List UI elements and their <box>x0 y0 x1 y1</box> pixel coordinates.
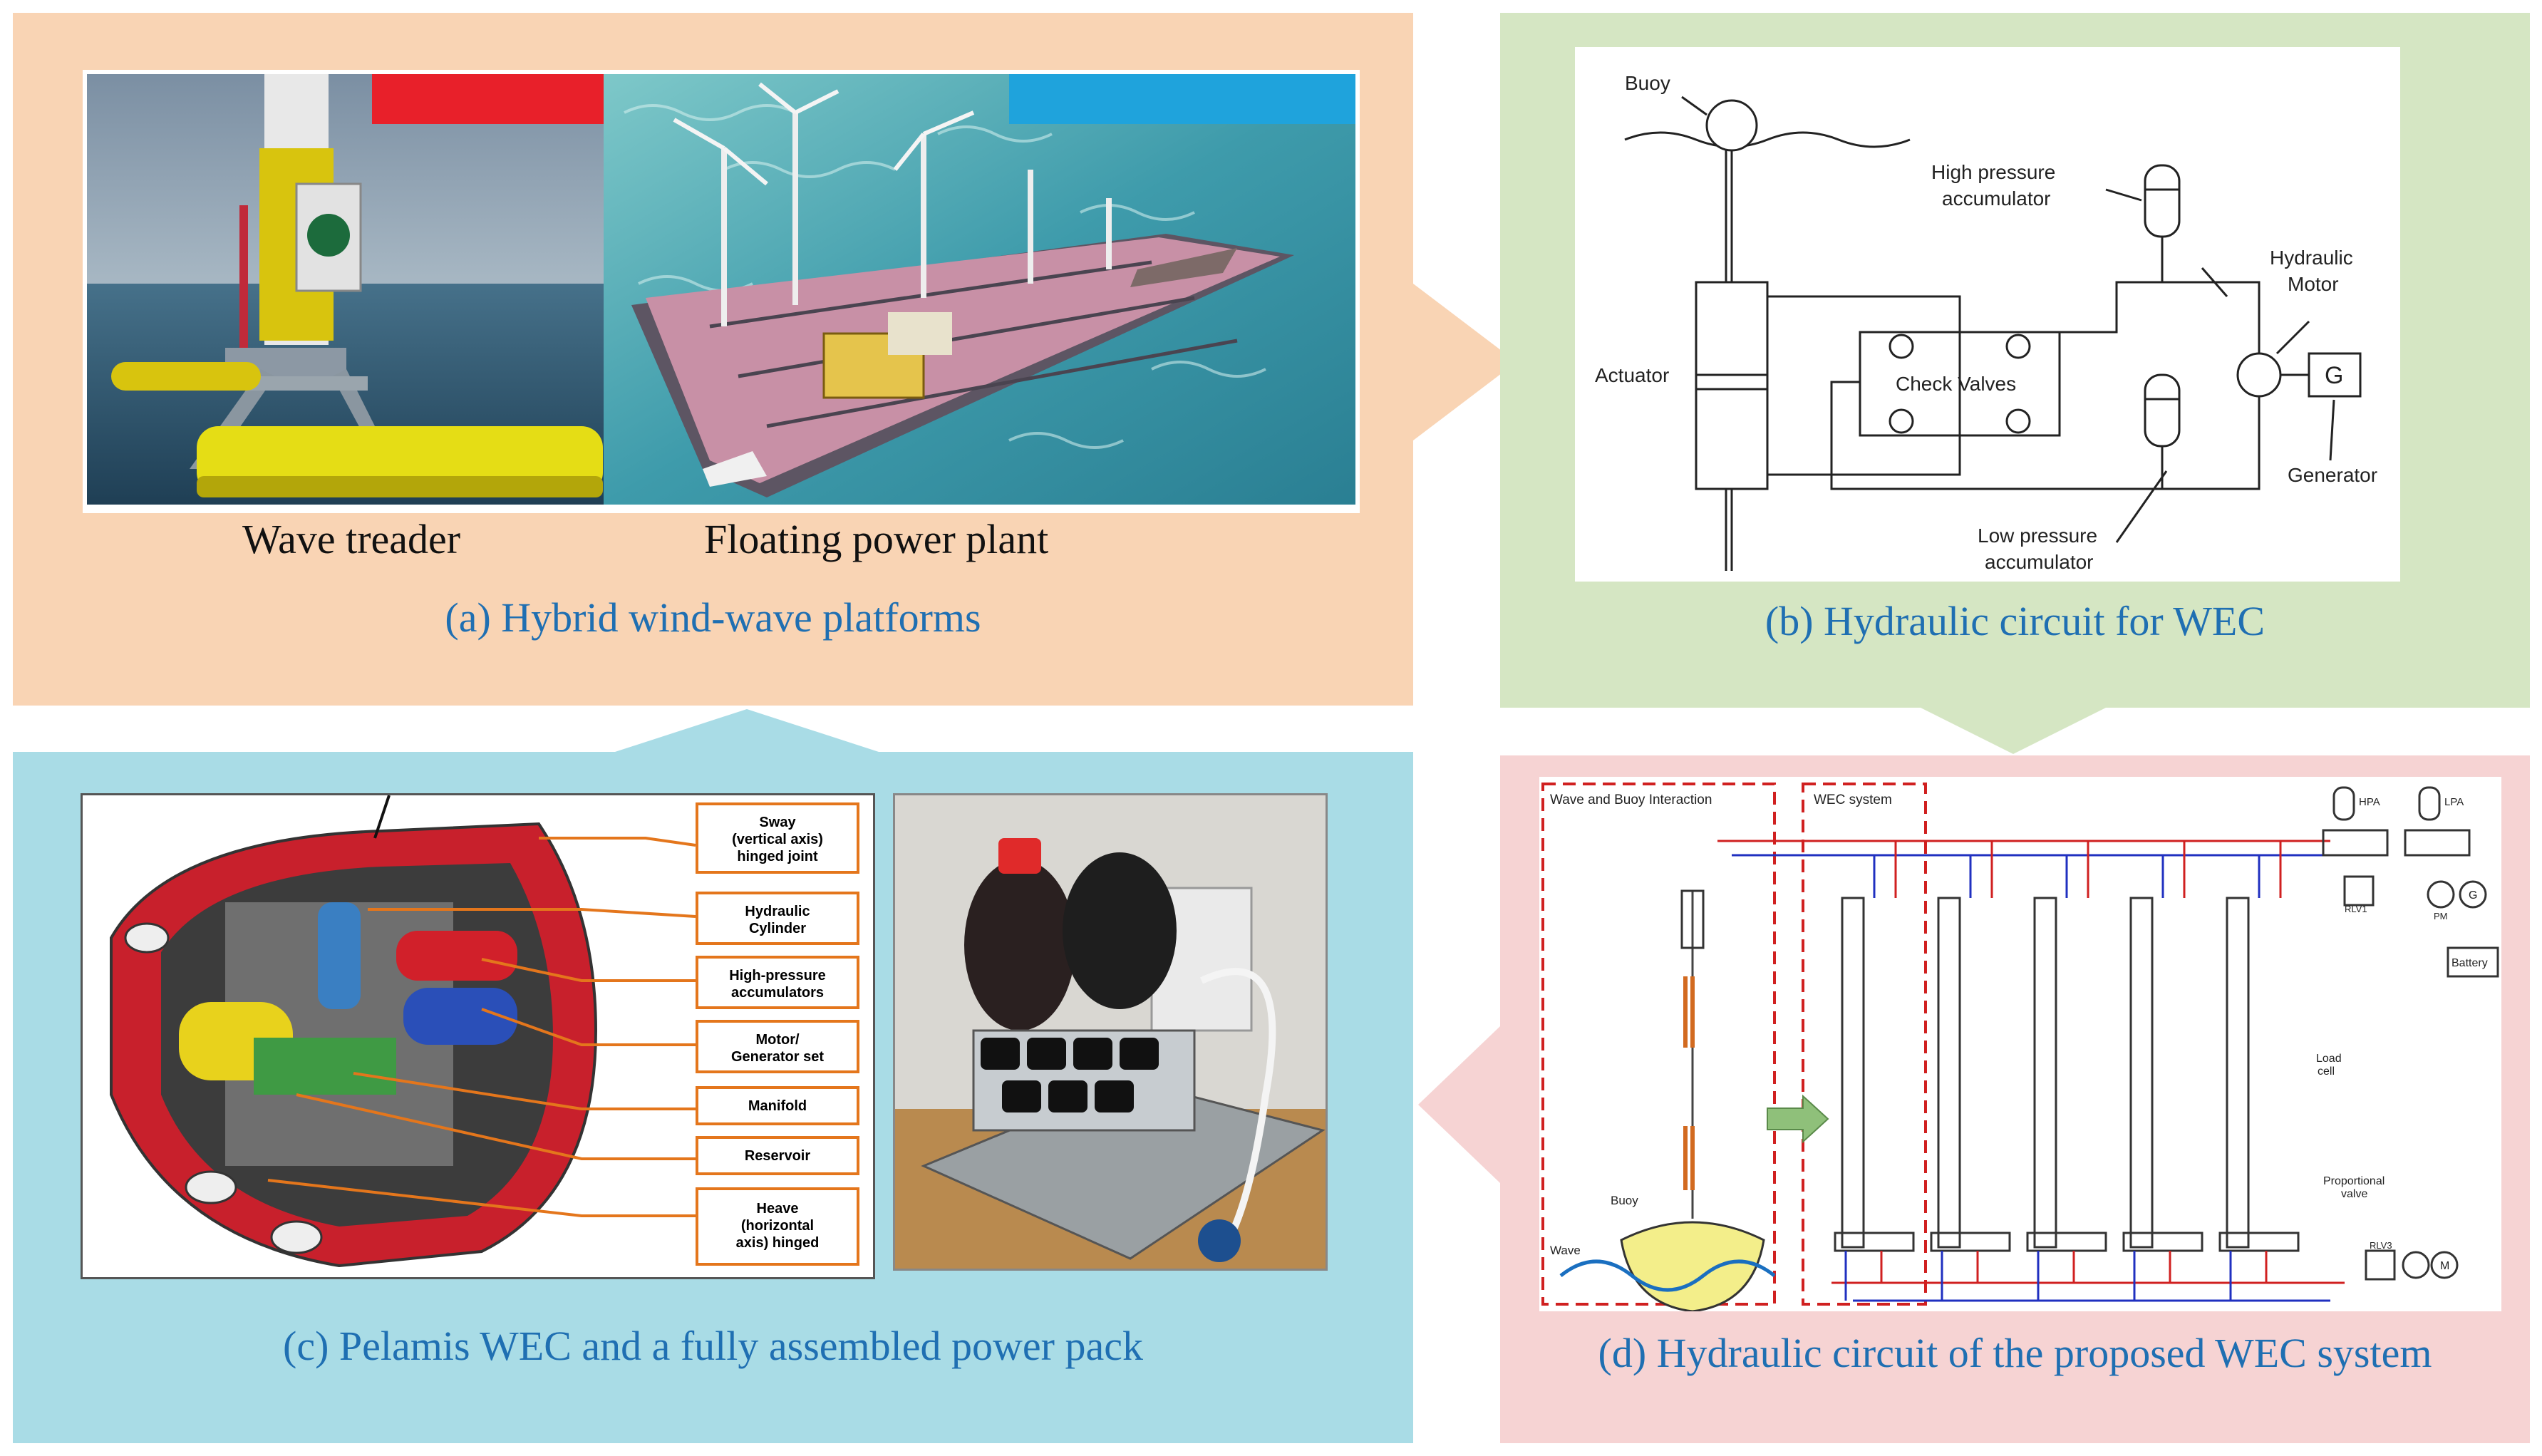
label-prop-valve-2: valve <box>2341 1188 2367 1200</box>
label-floating-power-plant: Floating power plant <box>704 516 1049 562</box>
caption-b: (b) Hydraulic circuit for WEC <box>1765 598 2265 644</box>
label-motor: Motor <box>2288 273 2339 295</box>
hydraulic-circuit-diagram: Buoy High pressure accumulator Hydraulic… <box>1575 47 2400 582</box>
hybrid-platforms-photo <box>83 70 1360 513</box>
label-wec-system: WEC system <box>1814 792 1892 807</box>
wave-treader-image <box>87 74 604 505</box>
callout-sway: Sway (vertical axis) hinged joint <box>696 802 859 874</box>
label-hpa: HPA <box>2359 796 2380 808</box>
label-actuator: Actuator <box>1595 364 1669 386</box>
label-hydraulic: Hydraulic <box>2270 247 2353 269</box>
power-pack-art <box>895 795 1326 1269</box>
label-buoy: Buoy <box>1625 72 1670 94</box>
callout-heave: Heave (horizontal axis) hinged <box>696 1187 859 1266</box>
hydraulic-circuit-svg: Buoy High pressure accumulator Hydraulic… <box>1595 72 2377 573</box>
blue-bar <box>1009 74 1355 124</box>
caption-d: (d) Hydraulic circuit of the proposed WE… <box>1598 1330 2432 1376</box>
label-prop-valve-1: Proportional <box>2323 1175 2385 1187</box>
label-m-d: M <box>2440 1260 2449 1272</box>
label-check-valves: Check Valves <box>1896 373 2016 395</box>
floating-power-plant-image <box>604 74 1355 505</box>
callout-high-pressure-accumulators: High-pressure accumulators <box>696 956 859 1009</box>
label-hp-accumulator: accumulator <box>1942 187 2051 210</box>
callout-hydraulic-cylinder: Hydraulic Cylinder <box>696 892 859 945</box>
panel-b: Buoy High pressure accumulator Hydraulic… <box>1500 13 2530 754</box>
label-wave-buoy: Wave and Buoy Interaction <box>1550 792 1712 807</box>
proposed-wec-circuit: Wave and Buoy Interaction WEC system Buo… <box>1539 777 2501 1313</box>
label-lpa: LPA <box>2444 796 2464 808</box>
platforms-photo-art <box>87 74 1355 505</box>
panel-d: Wave and Buoy Interaction WEC system Buo… <box>1418 755 2530 1443</box>
label-g-d: G <box>2469 889 2477 902</box>
pelamis-cutaway-image: Sway (vertical axis) hinged joint Hydrau… <box>81 793 875 1279</box>
caption-c: (c) Pelamis WEC and a fully assembled po… <box>283 1323 1143 1369</box>
proposed-wec-svg: Wave and Buoy Interaction WEC system Buo… <box>1541 783 2499 1313</box>
power-pack-photo <box>893 793 1328 1271</box>
label-load-cell-1: Load <box>2316 1053 2342 1065</box>
label-pm: PM <box>2434 911 2448 921</box>
label-generator: Generator <box>2288 464 2377 486</box>
label-high-pressure: High pressure <box>1931 161 2055 183</box>
label-rlv1: RLV1 <box>2345 904 2367 914</box>
caption-a: (a) Hybrid wind-wave platforms <box>445 594 981 641</box>
label-lp-accumulator: accumulator <box>1985 551 2094 573</box>
red-bar <box>372 74 604 124</box>
label-wave-treader: Wave treader <box>242 516 461 562</box>
label-load-cell-2: cell <box>2318 1065 2335 1078</box>
label-wave-d: Wave <box>1550 1244 1581 1257</box>
panel-a: Wave treader Floating power plant (a) Hy… <box>13 13 1517 706</box>
label-battery: Battery <box>2451 957 2488 969</box>
panel-c: Sway (vertical axis) hinged joint Hydrau… <box>13 709 1413 1443</box>
label-rlv3: RLV3 <box>2370 1240 2392 1251</box>
callout-motor-generator: Motor/ Generator set <box>696 1020 859 1073</box>
label-g: G <box>2325 362 2343 389</box>
callout-reservoir: Reservoir <box>696 1136 859 1175</box>
label-low-pressure: Low pressure <box>1978 525 2097 547</box>
callout-manifold: Manifold <box>696 1086 859 1125</box>
label-buoy-d: Buoy <box>1611 1194 1638 1207</box>
